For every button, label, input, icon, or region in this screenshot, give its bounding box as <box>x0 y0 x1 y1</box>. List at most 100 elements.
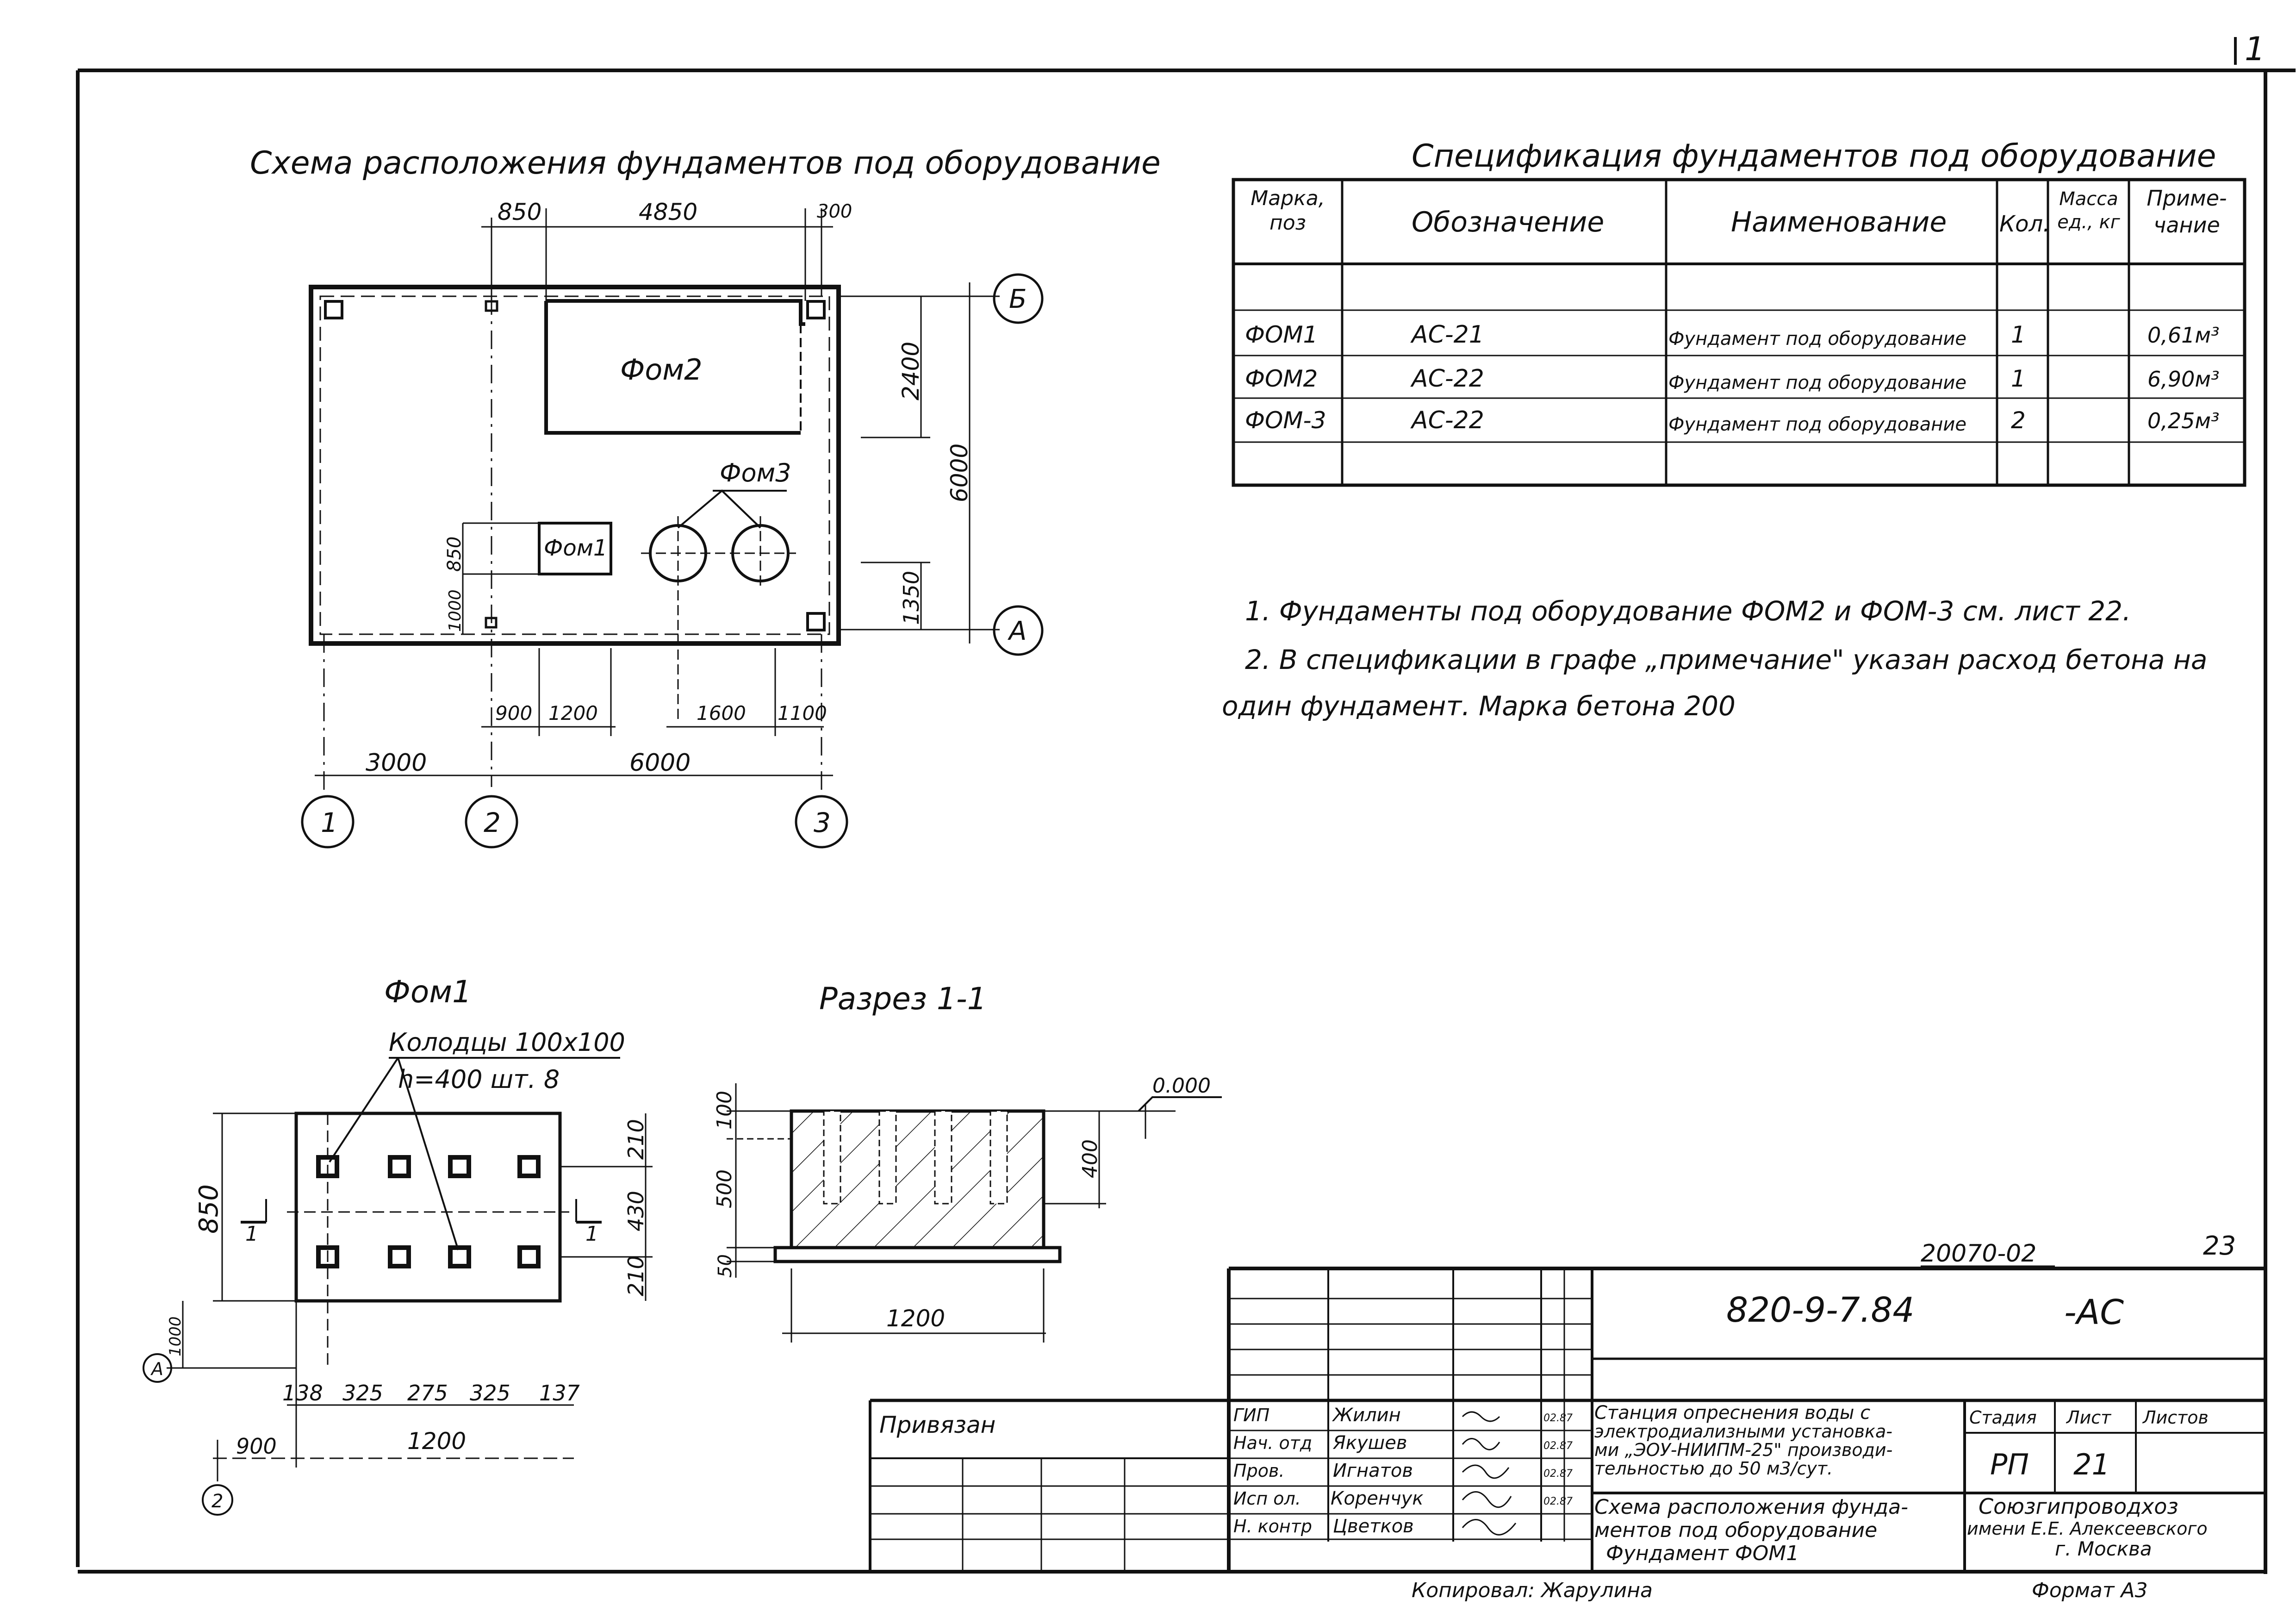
building-inner-line <box>319 295 830 635</box>
svg-text:Жилин: Жилин <box>1332 1405 1401 1426</box>
svg-text:Цветков: Цветков <box>1333 1516 1414 1537</box>
signature-row: Н. контр Цветков <box>1233 1516 1414 1537</box>
fom1-dim-138: 138 <box>282 1380 323 1405</box>
fom1-dim-900: 900 <box>236 1434 277 1459</box>
title-block: 20070-02 23 Пр <box>869 1231 2265 1602</box>
fom1-axis-bubble-2 <box>202 1484 233 1516</box>
section-1-1: Разрез 1-1 100 500 50 400 0.000 1200 <box>713 981 1222 1343</box>
note-3: один фундамент. Марка бетона 200 <box>1222 690 1736 722</box>
spec-header-mass: Масса ед., кг <box>2057 188 2120 233</box>
svg-text:02.87: 02.87 <box>1543 1412 1573 1424</box>
dim-bottom-1200: 1200 <box>548 702 598 725</box>
stage-value: РП <box>1990 1448 2029 1481</box>
spec-row: ФОМ2 АС-22 Фундамент под оборудование 1 … <box>1245 365 2220 394</box>
note-2: 2. В спецификации в графе „примечание" у… <box>1245 644 2207 675</box>
fom1-dim-1200: 1200 <box>407 1428 466 1455</box>
project-line-2: электродиализными установка- <box>1594 1421 1892 1442</box>
fom3-label: Фом3 <box>720 458 791 487</box>
section-mark-right: 1 <box>585 1222 598 1246</box>
svg-text:ФОМ-3: ФОМ-3 <box>1245 407 1326 434</box>
svg-text:2: 2 <box>2011 407 2026 434</box>
svg-text:АС-22: АС-22 <box>1410 365 1484 393</box>
signature-row: Пров. Игнатов 02.87 <box>1233 1460 1573 1481</box>
note-1: 1. Фундаменты под оборудование ФОМ2 и ФО… <box>1245 595 2131 627</box>
fom1-pits <box>316 1155 541 1268</box>
axis-bubble-3 <box>795 795 848 849</box>
svg-text:1: 1 <box>2011 365 2026 392</box>
svg-text:Пров.: Пров. <box>1233 1461 1284 1481</box>
paper-format: Формат А3 <box>2032 1579 2148 1602</box>
axis-label-a: А <box>1008 616 1027 646</box>
section-dim-100: 100 <box>713 1091 736 1130</box>
specification-table: Спецификация фундаментов под оборудовани… <box>1232 138 2246 487</box>
dim-bottom-3000: 3000 <box>366 749 427 777</box>
fom1-dim-275: 275 <box>407 1380 448 1405</box>
dim-top-300: 300 <box>817 201 852 222</box>
corner-number: 1 <box>2245 30 2265 68</box>
dim-right-1350: 1350 <box>899 571 924 625</box>
spec-header-qty: Кол. <box>1999 211 2050 237</box>
fom2-outline <box>544 299 805 435</box>
svg-text:ФОМ2: ФОМ2 <box>1245 365 1318 392</box>
dim-right-6000: 6000 <box>946 443 973 502</box>
project-line-3: ми „ЭОУ-НИИПМ-25" производи- <box>1594 1440 1892 1460</box>
section-dim-1200: 1200 <box>886 1305 945 1332</box>
fom1-axis-bubble-a <box>143 1353 172 1383</box>
sheet-frame <box>76 37 2296 1574</box>
drawing-code: 820-9-7.84 <box>1726 1290 1915 1330</box>
axis-label-2: 2 <box>484 807 501 838</box>
fom1-plan-outline <box>294 1112 562 1303</box>
fom1-callout-2: h=400 шт. 8 <box>398 1065 560 1094</box>
svg-text:02.87: 02.87 <box>1543 1468 1573 1480</box>
fom1-dim-325b: 325 <box>470 1380 510 1405</box>
sheet-value: 21 <box>2073 1448 2110 1481</box>
fom1-callout-1: Колодцы 100х100 <box>389 1028 625 1057</box>
drawing-line-2: ментов под оборудование <box>1594 1518 1877 1542</box>
section-title: Разрез 1-1 <box>819 981 987 1017</box>
copied-by: Копировал: Жарулина <box>1412 1579 1653 1602</box>
svg-text:1: 1 <box>2011 321 2026 348</box>
spec-row: ФОМ1 АС-21 Фундамент под оборудование 1 … <box>1245 321 2220 350</box>
fom1-label: Фом1 <box>544 535 607 561</box>
drawing-line-1: Схема расположения фунда- <box>1594 1495 1908 1519</box>
svg-text:ФОМ1: ФОМ1 <box>1245 321 1318 348</box>
drawing-line-3: Фундамент ФОМ1 <box>1606 1542 1799 1565</box>
notes: 1. Фундаменты под оборудование ФОМ2 и ФО… <box>1222 595 2207 722</box>
svg-text:Коренчук: Коренчук <box>1331 1488 1424 1509</box>
org-line-3: г. Москва <box>2055 1537 2152 1560</box>
fom1-dim-right-210b: 210 <box>623 1255 648 1296</box>
fom1-axis-label-a: А <box>150 1359 163 1379</box>
svg-text:Фундамент под оборудование: Фундамент под оборудование <box>1668 414 1966 435</box>
building-outline <box>309 285 841 646</box>
section-elevation: 0.000 <box>1152 1074 1211 1098</box>
corner-pit <box>806 612 826 631</box>
dim-bottom-900: 900 <box>495 702 532 725</box>
sheets-label: Листов <box>2142 1407 2209 1428</box>
svg-text:Исп ол.: Исп ол. <box>1233 1488 1301 1509</box>
svg-text:6,90м³: 6,90м³ <box>2147 367 2220 392</box>
svg-text:Н. контр: Н. контр <box>1233 1516 1312 1537</box>
axis-label-3: 3 <box>814 807 831 838</box>
dim-bottom-6000: 6000 <box>629 749 691 777</box>
dim-left-850: 850 <box>444 537 465 572</box>
sheet-corner-number: 23 <box>2203 1231 2236 1261</box>
axis-bubble-a <box>993 605 1044 656</box>
fom1-dim-137: 137 <box>539 1380 580 1405</box>
fom1-dim-right-430: 430 <box>623 1191 648 1231</box>
fom1-dim-850: 850 <box>194 1184 224 1234</box>
axis-bubble-b <box>993 273 1044 324</box>
fom2-label: Фом2 <box>620 353 703 387</box>
dim-left-1000: 1000 <box>446 589 465 632</box>
dim-top-4850: 4850 <box>639 199 697 225</box>
svg-text:02.87: 02.87 <box>1543 1440 1573 1452</box>
fom1-dim-right-210a: 210 <box>623 1119 648 1160</box>
project-line-1: Станция опреснения воды с <box>1594 1402 1870 1424</box>
inventory-number: 20070-02 <box>1921 1240 2036 1268</box>
stage-label: Стадия <box>1969 1407 2037 1428</box>
section-mark-left: 1 <box>245 1222 258 1246</box>
signature-row: ГИП Жилин 02.87 <box>1233 1405 1573 1426</box>
spec-header-mark: Марка, поз <box>1251 187 1325 235</box>
section-dim-400: 400 <box>1078 1139 1102 1178</box>
axis-label-b: Б <box>1009 284 1027 314</box>
dim-top-850: 850 <box>498 199 541 225</box>
